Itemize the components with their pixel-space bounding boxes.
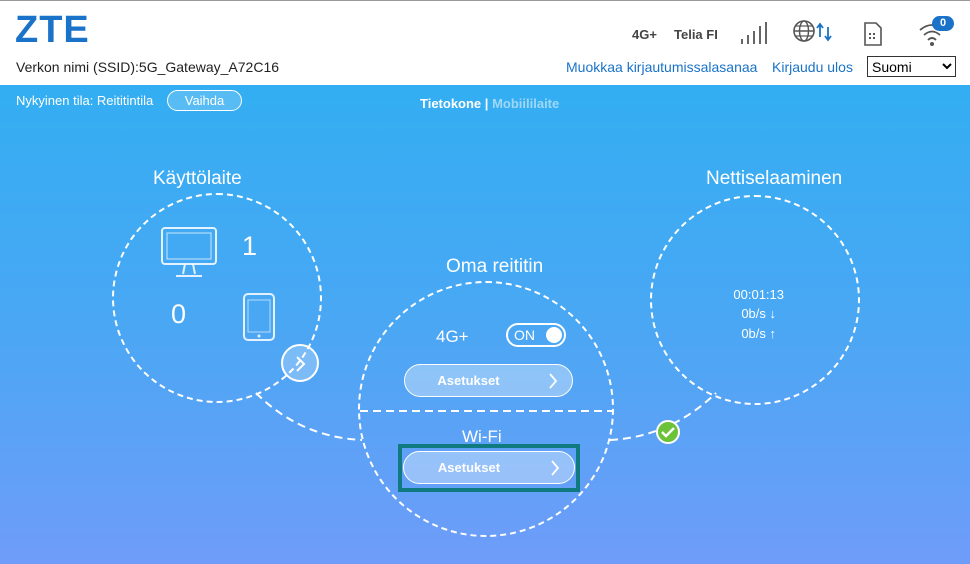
ssid-label: Verkon nimi (SSID):5G_Gateway_A72C16 <box>16 59 280 75</box>
wifi-settings-button[interactable]: Asetukset <box>403 451 575 484</box>
mobile-count: 0 <box>171 299 187 329</box>
router-settings-label: Asetukset <box>437 373 500 388</box>
toggle-label: ON <box>514 327 535 343</box>
header: ZTE Verkon nimi (SSID):5G_Gateway_A72C16… <box>0 0 970 85</box>
change-password-link[interactable]: Muokkaa kirjautumissalasanaa <box>566 59 758 75</box>
highlight-frame <box>398 444 580 492</box>
language-select[interactable]: Suomi <box>867 56 956 77</box>
current-mode-label: Nykyinen tila: Reititintila <box>16 93 154 108</box>
computer-icon <box>161 227 217 277</box>
wifi-settings-label: Asetukset <box>437 460 501 475</box>
connection-duration: 00:01:13 <box>733 287 784 302</box>
view-separator: | <box>484 96 489 111</box>
connected-check-icon <box>656 420 680 444</box>
network-toggle[interactable]: ON <box>506 323 566 347</box>
change-mode-button[interactable]: Vaihda <box>167 90 242 111</box>
toggle-knob <box>546 327 562 343</box>
network-type-label: 4G+ <box>632 27 657 42</box>
logout-link[interactable]: Kirjaudu ulos <box>772 59 853 75</box>
devices-detail-button[interactable] <box>281 344 319 382</box>
main-panel: Nykyinen tila: Reititintila Vaihda Tieto… <box>0 85 970 564</box>
browsing-title: Nettiselaaminen <box>706 168 843 189</box>
chevron-right-icon <box>549 373 558 389</box>
router-title: Oma reititin <box>446 256 544 277</box>
chevron-right-icon <box>296 356 306 372</box>
view-switch: Tietokone | Mobiililaite <box>420 96 559 111</box>
computer-count: 1 <box>242 231 258 261</box>
view-mobile-link[interactable]: Mobiililaite <box>492 96 560 111</box>
router-settings-button[interactable]: Asetukset <box>404 364 573 397</box>
upload-rate: 0b/s ↑ <box>741 326 776 341</box>
sim-card-icon <box>864 22 882 46</box>
wifi-clients-badge: 0 <box>932 16 954 31</box>
devices-title: Käyttölaite <box>153 168 242 189</box>
zte-logo: ZTE <box>15 9 90 51</box>
signal-strength-icon <box>741 22 767 44</box>
browsing-circle <box>650 195 860 405</box>
router-network-label: 4G+ <box>436 327 469 346</box>
devices-circle <box>112 193 322 403</box>
operator-label: Telia FI <box>674 27 718 42</box>
chevron-right-icon <box>551 460 560 476</box>
mobile-phone-icon <box>243 293 275 341</box>
download-rate: 0b/s ↓ <box>741 306 776 321</box>
internet-globe-icon <box>793 20 832 42</box>
router-circle <box>358 281 614 537</box>
view-desktop-link[interactable]: Tietokone <box>420 96 482 111</box>
wifi-label: Wi-Fi <box>462 427 502 446</box>
